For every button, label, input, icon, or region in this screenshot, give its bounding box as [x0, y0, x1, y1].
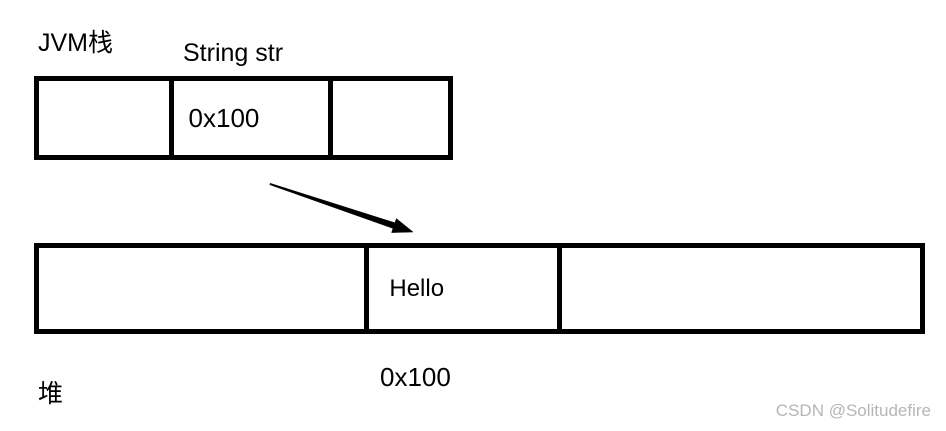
- string-variable-label: String str: [183, 39, 284, 67]
- arrow-shape: [269, 182, 414, 233]
- heap-table: Hello: [34, 243, 925, 334]
- stack-label: JVM栈: [38, 29, 114, 57]
- stack-table: 0x100: [34, 76, 453, 160]
- stack-pointer-value: 0x100: [188, 102, 260, 133]
- heap-object-value: Hello: [389, 274, 445, 302]
- stack-cell-str-value: 0x100: [173, 81, 334, 155]
- stack-cell-empty-right: [333, 81, 448, 155]
- heap-cell-hello: Hello: [369, 248, 563, 329]
- heap-cell-empty-right: [562, 248, 920, 329]
- heap-address-label: 0x100: [380, 362, 451, 392]
- stack-cell-empty-left: [39, 81, 174, 155]
- csdn-watermark: CSDN @Solitudefire: [775, 401, 931, 420]
- heap-cell-empty-left: [39, 248, 370, 329]
- heap-label: 堆: [38, 380, 64, 408]
